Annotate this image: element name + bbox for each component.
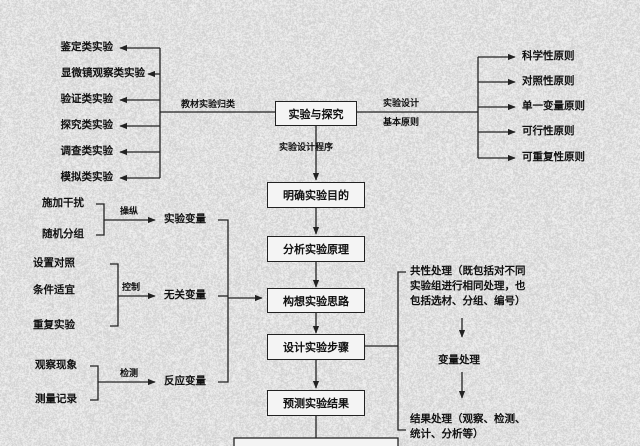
irrelevant-relation-label: 控制	[122, 284, 140, 293]
step-1-box: 明确实验目的	[267, 182, 365, 208]
common-processing-line-1: 共性处理（既包括对不同	[410, 264, 526, 279]
common-processing-line-2: 实验组进行相同处理，也	[410, 279, 526, 294]
principle-5: 可重复性原则	[522, 152, 585, 163]
dependent-variable-label: 反应变量	[164, 376, 206, 387]
step-5-box: 预测实验结果	[267, 390, 365, 416]
irrelevant-items-bracket	[110, 264, 118, 326]
variables-merge-bracket	[218, 220, 228, 382]
experiment-type-5: 调查类实验	[61, 146, 114, 157]
principle-2: 对照性原则	[522, 76, 575, 87]
principle-4: 可行性原则	[522, 126, 575, 137]
experiment-type-2: 显微镜观察类实验	[61, 68, 145, 79]
result-processing-line-1: 结果处理（观察、检测、	[410, 412, 526, 427]
central-box: 实验与探究	[275, 101, 357, 126]
step-4-box: 设计实验步骤	[267, 334, 365, 360]
experiment-type-6: 模拟类实验	[61, 172, 114, 183]
textbook-category-label: 教材实验归类	[181, 101, 235, 110]
dependent-item-2: 测量记录	[35, 394, 77, 405]
irrelevant-item-2: 条件适宜	[33, 285, 75, 296]
result-processing-text: 结果处理（观察、检测、 统计、分析等）	[410, 412, 526, 442]
result-processing-line-2: 统计、分析等）	[410, 427, 526, 442]
design-principles-label-2: 基本原则	[383, 119, 419, 128]
experiment-type-4: 探究类实验	[61, 120, 114, 131]
principle-3: 单一变量原则	[522, 101, 585, 112]
irrelevant-item-3: 重复实验	[33, 320, 75, 331]
independent-variable-label: 实验变量	[164, 214, 206, 225]
step-3-box: 构想实验思路	[267, 288, 365, 313]
irrelevant-variable-label: 无关变量	[164, 290, 206, 301]
experiment-type-1: 鉴定类实验	[61, 42, 114, 53]
common-processing-text: 共性处理（既包括对不同 实验组进行相同处理，也 包括选材、分组、编号）	[410, 264, 526, 309]
step-2-box: 分析实验原理	[267, 236, 365, 262]
dependent-item-1: 观察现象	[35, 360, 77, 371]
independent-items-bracket	[96, 204, 104, 235]
partial-bottom-box	[234, 438, 398, 446]
common-processing-line-3: 包括选材、分组、编号）	[410, 294, 526, 309]
experiment-type-3: 验证类实验	[61, 94, 114, 105]
variable-processing-text: 变量处理	[438, 355, 480, 366]
independent-relation-label: 操纵	[120, 208, 138, 217]
independent-item-2: 随机分组	[42, 229, 84, 240]
independent-item-1: 施加干扰	[42, 198, 84, 209]
principle-1: 科学性原则	[522, 51, 575, 62]
design-principles-label-1: 实验设计	[383, 100, 419, 109]
procedure-label: 实验设计程序	[279, 144, 333, 153]
irrelevant-item-1: 设置对照	[33, 258, 75, 269]
processing-bracket	[398, 272, 406, 430]
dependent-relation-label: 检测	[120, 370, 138, 379]
dependent-items-bracket	[90, 366, 98, 400]
